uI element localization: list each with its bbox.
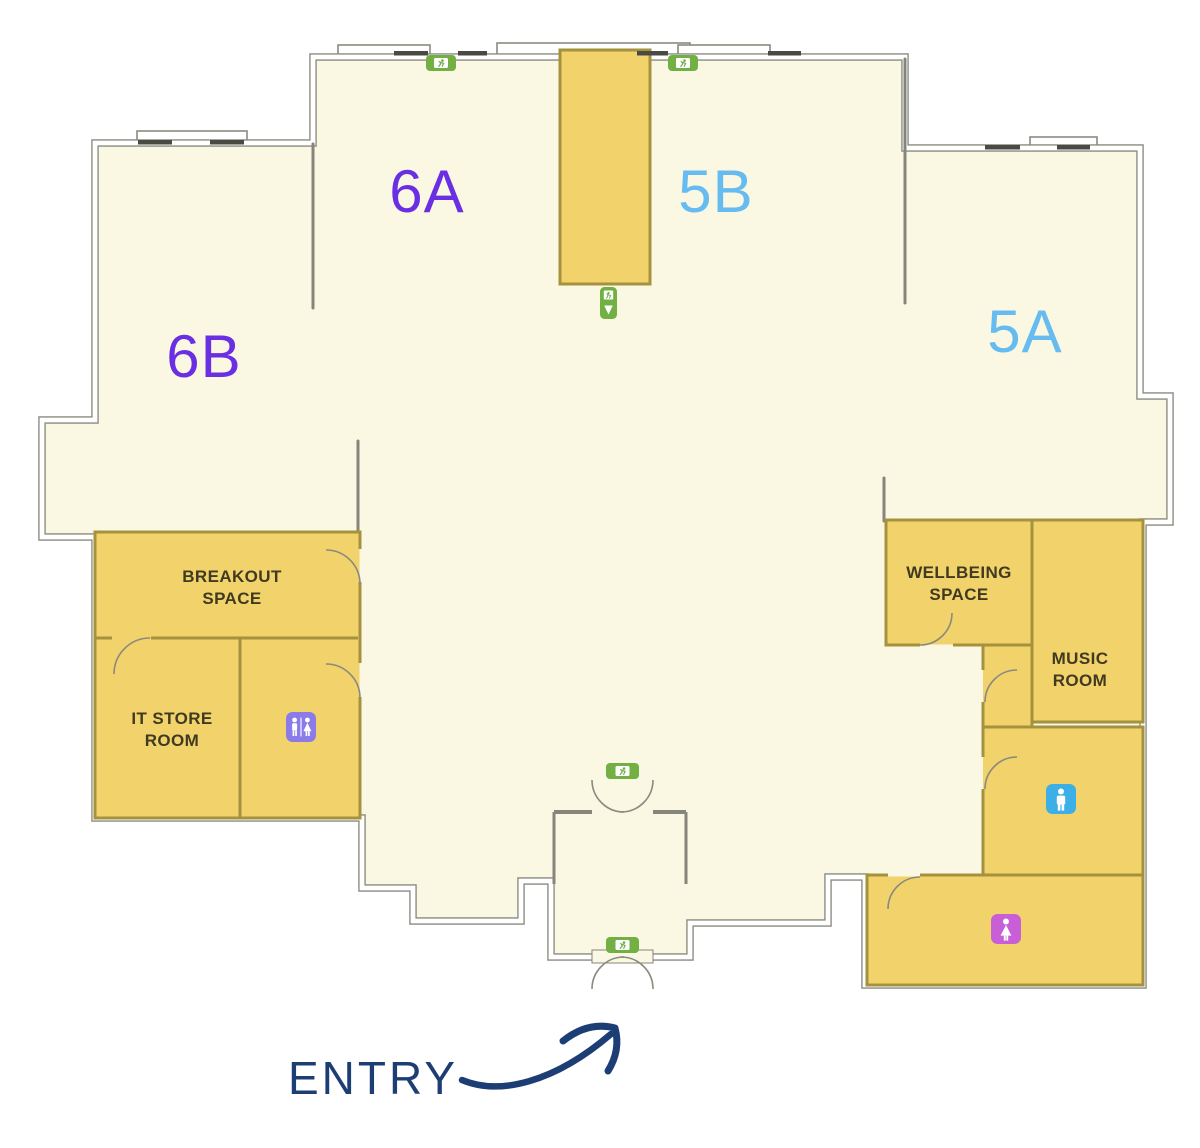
door-gap [980, 757, 984, 789]
male-toilet-icon [1046, 784, 1076, 814]
door-arc-entry-inner-right [620, 779, 654, 813]
door-gap [983, 757, 987, 789]
unisex-toilet-icon [286, 712, 316, 742]
room-label-wellbeing-1: WELLBEING [906, 563, 1012, 582]
room-music [1030, 518, 1145, 724]
room-label-music-2: ROOM [1053, 671, 1107, 690]
door-arc-entry-inner-left [591, 779, 625, 813]
exit-sign-icon [606, 937, 639, 953]
exit-sign-icon [668, 55, 698, 71]
door-arc-itstore [113, 637, 151, 675]
door-arc-wellbeing [919, 612, 953, 646]
room-wellbeing [884, 518, 1034, 647]
exit-sign-icon [426, 55, 456, 71]
door-arc-entry-outer-left [591, 956, 625, 990]
window-marks [138, 51, 1090, 150]
door-gap [359, 549, 366, 582]
room-label-breakout-2: SPACE [202, 589, 261, 608]
exit-sign-icon [606, 763, 639, 779]
door-arc-corridor [984, 669, 1018, 703]
door-arc-toilet-male [984, 756, 1018, 790]
door-gap [888, 872, 920, 877]
door-gap [888, 876, 920, 881]
left-room-block [93, 530, 366, 820]
door-gap [983, 670, 987, 702]
room-breakout-block [93, 530, 362, 820]
area-label-6b: 6B [166, 323, 241, 390]
interior-partitions [311, 57, 907, 535]
exit-sign-down-icon [600, 287, 617, 319]
room-label-wellbeing-2: SPACE [929, 585, 988, 604]
door-gap [112, 634, 151, 642]
room-label-itstore-2: ROOM [145, 731, 199, 750]
entry-arrow [458, 1022, 621, 1090]
room-label-itstore-1: IT STORE [131, 709, 212, 728]
door-gap [354, 663, 360, 697]
door-gap [920, 640, 953, 645]
door-gap [920, 644, 953, 650]
door-arcs [113, 549, 1018, 990]
female-toilet-icon [991, 914, 1021, 944]
door-arc-entry-outer-right [620, 956, 654, 990]
room-corridor [981, 643, 1034, 729]
area-label-5b: 5B [678, 158, 753, 225]
area-label-6a: 6A [389, 158, 464, 225]
door-gap [354, 549, 360, 582]
stairwell [558, 48, 652, 286]
door-arc-toilet-unisex [325, 663, 361, 699]
room-label-music-1: MUSIC [1052, 649, 1109, 668]
door-gap [359, 663, 366, 697]
door-arc-toilet-female [887, 876, 921, 910]
area-label-5a: 5A [987, 298, 1062, 365]
door-gap [980, 670, 984, 702]
room-label-breakout-1: BREAKOUT [182, 567, 282, 586]
door-arc-breakout [325, 549, 361, 585]
entry-label: ENTRY [288, 1052, 458, 1104]
